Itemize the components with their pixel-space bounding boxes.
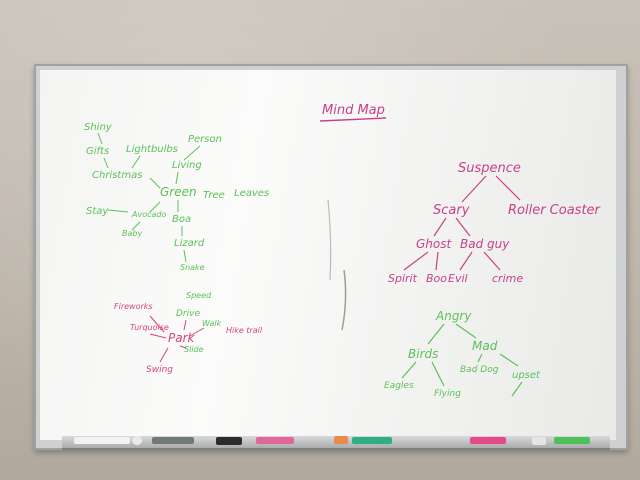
whiteboard-surface [40, 70, 616, 440]
word-living: Living [172, 160, 202, 171]
word-walk: Walk [202, 319, 222, 328]
word-christmas: Christmas [92, 170, 142, 181]
word-swing: Swing [146, 365, 173, 375]
right-mind-map-green: Angry Birds Mad Eagles Flying Bad Dog up… [384, 309, 541, 399]
word-spirit: Spirit [388, 272, 418, 285]
word-leaves: Leaves [234, 188, 269, 199]
marker-green[interactable] [554, 437, 590, 444]
marker-white-cap[interactable] [532, 437, 546, 445]
word-crime: crime [492, 272, 523, 285]
word-green: Green [160, 185, 197, 199]
marker-white[interactable] [74, 437, 130, 444]
word-speed: Speed [186, 291, 212, 300]
mind-map-title: Mind Map [322, 103, 385, 118]
word-shiny: Shiny [84, 122, 113, 133]
word-eagles: Eagles [384, 381, 414, 391]
word-lightbulbs: Lightbulbs [126, 144, 178, 155]
word-stay: Stay [86, 206, 109, 217]
marker-orange-cap[interactable] [334, 436, 348, 444]
word-avocado: Avocado [131, 210, 166, 219]
word-roller-coaster: Roller Coaster [508, 203, 602, 218]
word-person: Person [188, 134, 222, 145]
word-scary: Scary [433, 203, 470, 218]
marker-gray[interactable] [152, 437, 194, 444]
word-mad: Mad [472, 339, 498, 353]
word-turquoise: Turquoise [130, 323, 169, 332]
word-slide: Slide [184, 345, 204, 354]
word-boo: Boo [426, 272, 447, 285]
word-upset: upset [512, 370, 541, 381]
word-gifts: Gifts [86, 146, 109, 157]
eraser[interactable] [216, 437, 242, 445]
word-ghost: Ghost [416, 237, 452, 251]
word-drive: Drive [176, 309, 200, 319]
word-angry: Angry [435, 309, 472, 323]
word-evil: Evil [448, 272, 468, 285]
word-hike-trail: Hike trail [226, 326, 263, 335]
word-park: Park [168, 331, 196, 345]
magnet[interactable] [132, 436, 142, 445]
word-bad-dog: Bad Dog [460, 365, 499, 375]
marker-magenta[interactable] [470, 437, 506, 444]
right-mind-map: Suspence Scary Roller Coaster Ghost Bad … [388, 161, 602, 285]
word-birds: Birds [408, 347, 438, 361]
word-tree: Tree [203, 190, 225, 201]
word-boa: Boa [172, 214, 191, 225]
left-mind-map: Shiny Gifts Lightbulbs Person Christmas … [84, 122, 269, 354]
word-suspence: Suspence [458, 161, 521, 176]
word-lizard: Lizard [174, 238, 205, 249]
marker-pink[interactable] [256, 437, 294, 444]
word-bad-guy: Bad guy [460, 237, 510, 251]
left-mind-map-pink: Fireworks Turquoise Park Hike trail Swin… [114, 302, 263, 375]
word-flying: Flying [434, 389, 461, 399]
word-snake: Snake [180, 263, 205, 272]
word-baby: Baby [122, 229, 142, 238]
marker-teal[interactable] [352, 437, 392, 444]
word-fireworks: Fireworks [114, 302, 153, 311]
